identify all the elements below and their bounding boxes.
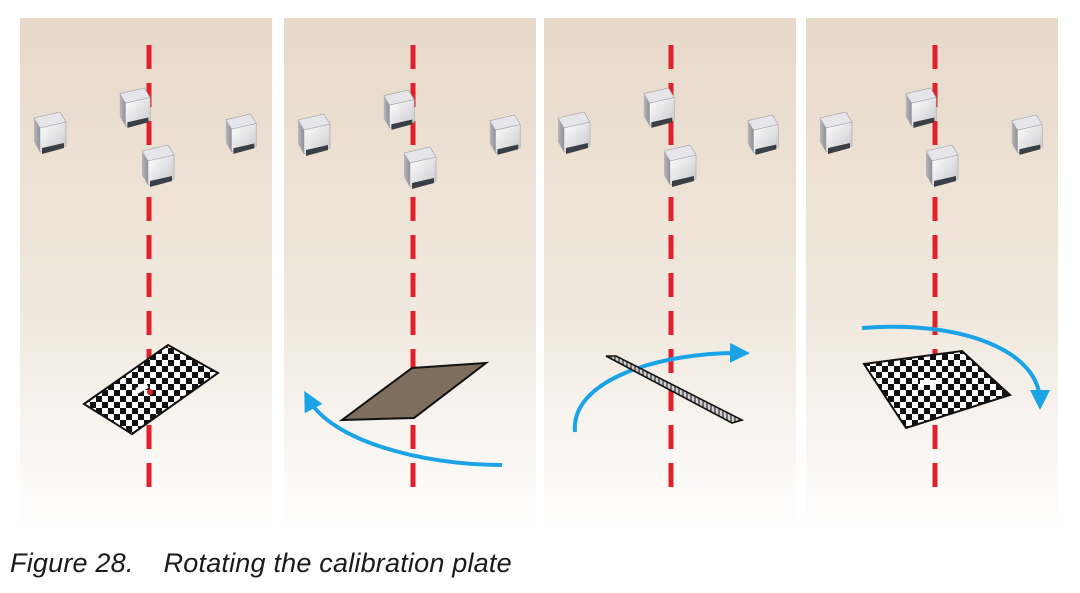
rotation-arrow-icon — [572, 342, 750, 433]
camera-icon — [819, 111, 853, 155]
camera-icon — [33, 111, 67, 155]
camera-icon — [1011, 114, 1043, 156]
camera-icon — [119, 87, 151, 129]
camera-icon — [225, 113, 257, 155]
calibration-plate — [605, 355, 745, 424]
calibration-plate — [862, 349, 1012, 430]
panel-4 — [819, 45, 1050, 500]
rotation-arrow-icon — [861, 324, 1050, 410]
camera-icon — [557, 111, 591, 155]
panel-1 — [33, 45, 257, 500]
camera-icon — [663, 144, 697, 188]
camera-icon — [297, 113, 331, 157]
rotation-arrow-icon — [304, 390, 503, 467]
camera-icon — [383, 89, 415, 131]
calibration-figure — [20, 18, 1058, 530]
camera-icon — [403, 146, 437, 190]
calibration-plate — [82, 343, 220, 436]
figure-title: Rotating the calibration plate — [163, 548, 512, 578]
camera-icon — [747, 114, 779, 156]
camera-icon — [925, 144, 959, 188]
panel-2 — [297, 45, 521, 500]
figure-number: Figure 28. — [10, 548, 134, 578]
panel-3 — [557, 45, 779, 500]
calibration-plate — [338, 361, 490, 422]
figure-caption: Figure 28. Rotating the calibration plate — [10, 548, 512, 579]
camera-icon — [141, 144, 175, 188]
camera-icon — [643, 87, 675, 129]
camera-icon — [489, 114, 521, 156]
camera-icon — [905, 87, 937, 129]
